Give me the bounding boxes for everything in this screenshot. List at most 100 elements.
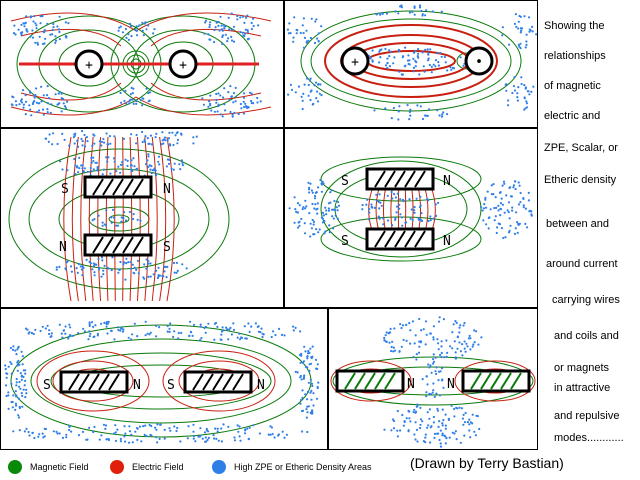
zpe-dot [60,97,63,100]
zpe-dot [239,102,242,106]
zpe-dot [518,184,521,187]
zpe-dot [454,357,458,360]
zpe-dot [41,325,44,328]
zpe-dot [319,178,322,182]
zpe-dot [296,211,299,214]
zpe-dot [31,29,34,32]
zpe-dot [484,198,487,201]
zpe-dot [430,371,433,374]
zpe-dot [215,98,218,102]
zpe-dot [11,95,14,98]
zpe-dot [49,111,52,114]
zpe-dot [302,17,305,20]
zpe-dot [433,432,437,435]
zpe-dot [224,25,227,28]
zpe-dot [14,390,17,393]
zpe-dot [91,219,94,222]
svg-text:N: N [257,378,265,393]
zpe-dot [320,94,323,97]
zpe-dot [234,95,238,98]
zpe-dot [292,325,295,328]
zpe-dot [153,167,156,170]
zpe-dot [434,59,438,62]
zpe-dot [524,222,527,225]
zpe-dot [69,334,72,337]
zpe-dot [453,407,456,411]
zpe-dot [424,320,428,323]
zpe-dot [375,193,378,196]
zpe-dot [455,438,458,441]
zpe-dot [223,87,226,90]
zpe-dot [124,219,127,222]
zpe-dot [120,220,123,223]
zpe-dot [401,324,405,327]
zpe-dot [385,340,388,343]
zpe-dot [430,65,433,68]
zpe-dot [399,323,402,326]
zpe-dot [473,329,476,332]
zpe-dot [124,89,127,92]
zpe-dot [129,93,132,96]
zpe-dot [123,435,126,438]
zpe-dot [314,358,318,361]
diagram-wires-repulsive: + + [10,12,272,118]
zpe-dot [77,434,81,437]
zpe-dot [93,218,96,221]
zpe-dot [7,365,10,368]
zpe-dot [171,131,174,134]
zpe-dot [302,46,306,49]
zpe-dot [304,350,307,353]
zpe-dot [205,440,208,443]
zpe-dot [420,212,423,215]
zpe-dot [54,39,58,42]
zpe-dot [52,430,55,433]
zpe-dot [78,167,81,170]
zpe-dot [227,37,230,40]
zpe-dot [204,21,207,24]
zpe-dot [392,427,396,430]
zpe-dot [74,173,77,176]
zpe-dot [252,102,255,105]
zpe-dot [392,350,395,353]
zpe-dot [413,206,416,209]
zpe-dot [327,207,330,210]
zpe-dot [226,40,229,43]
svg-text:N: N [163,182,171,197]
zpe-dot [128,102,131,105]
zpe-dot [419,105,422,108]
zpe-dot [398,70,401,73]
zpe-dot [198,435,201,438]
zpe-dot [428,417,431,420]
zpe-dot [409,108,412,111]
zpe-dot [439,429,442,432]
wire-conductor-right: • [464,46,494,76]
zpe-dot [159,423,162,426]
zpe-dot [192,435,196,438]
zpe-dot [92,430,95,434]
zpe-dot [175,429,178,433]
zpe-dot [126,159,129,162]
zpe-dot [531,25,534,28]
zpe-dot [217,24,220,27]
zpe-dot [436,52,439,55]
zpe-dot [302,360,306,363]
zpe-dot [309,235,312,238]
zpe-dot [310,227,313,230]
zpe-dot [20,375,23,378]
zpe-dot [499,191,502,194]
zpe-dot [98,266,101,269]
zpe-dot [229,110,232,114]
panel-magnets-inline-repulsive: N N [328,308,538,450]
zpe-dot [303,374,306,377]
zpe-dot [398,207,401,210]
zpe-dot [54,41,57,45]
zpe-dot [204,19,208,22]
zpe-dot [73,133,76,136]
zpe-dot [247,322,250,325]
zpe-dot [158,163,161,166]
zpe-dot [511,206,514,209]
zpe-dot [29,15,32,18]
zpe-dot [146,159,149,162]
zpe-dot [429,441,432,444]
zpe-dot [418,345,421,348]
